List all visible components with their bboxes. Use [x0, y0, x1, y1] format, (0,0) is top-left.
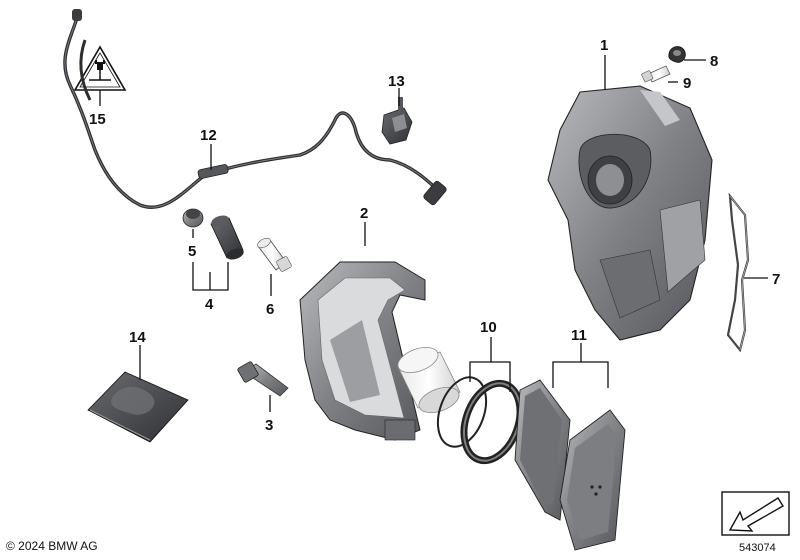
item-number-10: 10 [480, 319, 497, 336]
arrow-back-icon[interactable] [721, 491, 790, 536]
item-number-5: 5 [188, 243, 196, 260]
piston-seal-ring [436, 376, 488, 448]
hex-bolt [237, 361, 289, 397]
item-number-14: 14 [129, 329, 146, 346]
brake-caliper-housing [547, 85, 713, 341]
copyright-notice: © 2024 BMW AG [6, 539, 98, 553]
item-number-8: 8 [710, 53, 718, 70]
item-number-4: 4 [205, 296, 214, 313]
dust-boot-ring [460, 379, 524, 465]
item-number-3: 3 [265, 417, 273, 434]
bleeder-cap [668, 46, 686, 63]
rubber-bush [182, 208, 204, 228]
bleeder-screw [641, 65, 671, 83]
item-number-9: 9 [683, 75, 691, 92]
item-number-7: 7 [772, 271, 780, 288]
brake-pad-inner [514, 379, 571, 521]
item-number-15: 15 [89, 111, 106, 128]
item-number-12: 12 [200, 127, 217, 144]
brake-carrier [299, 261, 426, 441]
brake-wear-sensor-cable [63, 9, 447, 209]
guide-sleeve [210, 215, 244, 260]
holder-clip [381, 97, 413, 145]
brake-piston [397, 347, 461, 413]
item-number-11: 11 [571, 327, 587, 344]
grease-sachet [87, 371, 189, 443]
guide-bolt [257, 237, 292, 272]
anti-rattle-spring [726, 192, 750, 353]
item-number-2: 2 [360, 205, 368, 222]
item-number-6: 6 [266, 301, 274, 318]
item-number-1: 1 [600, 37, 608, 54]
brake-pad-outer [559, 409, 626, 551]
item-number-13: 13 [388, 73, 405, 90]
diagram-number: 543074 [739, 542, 776, 554]
electrical-plug-warning-icon [73, 45, 127, 91]
